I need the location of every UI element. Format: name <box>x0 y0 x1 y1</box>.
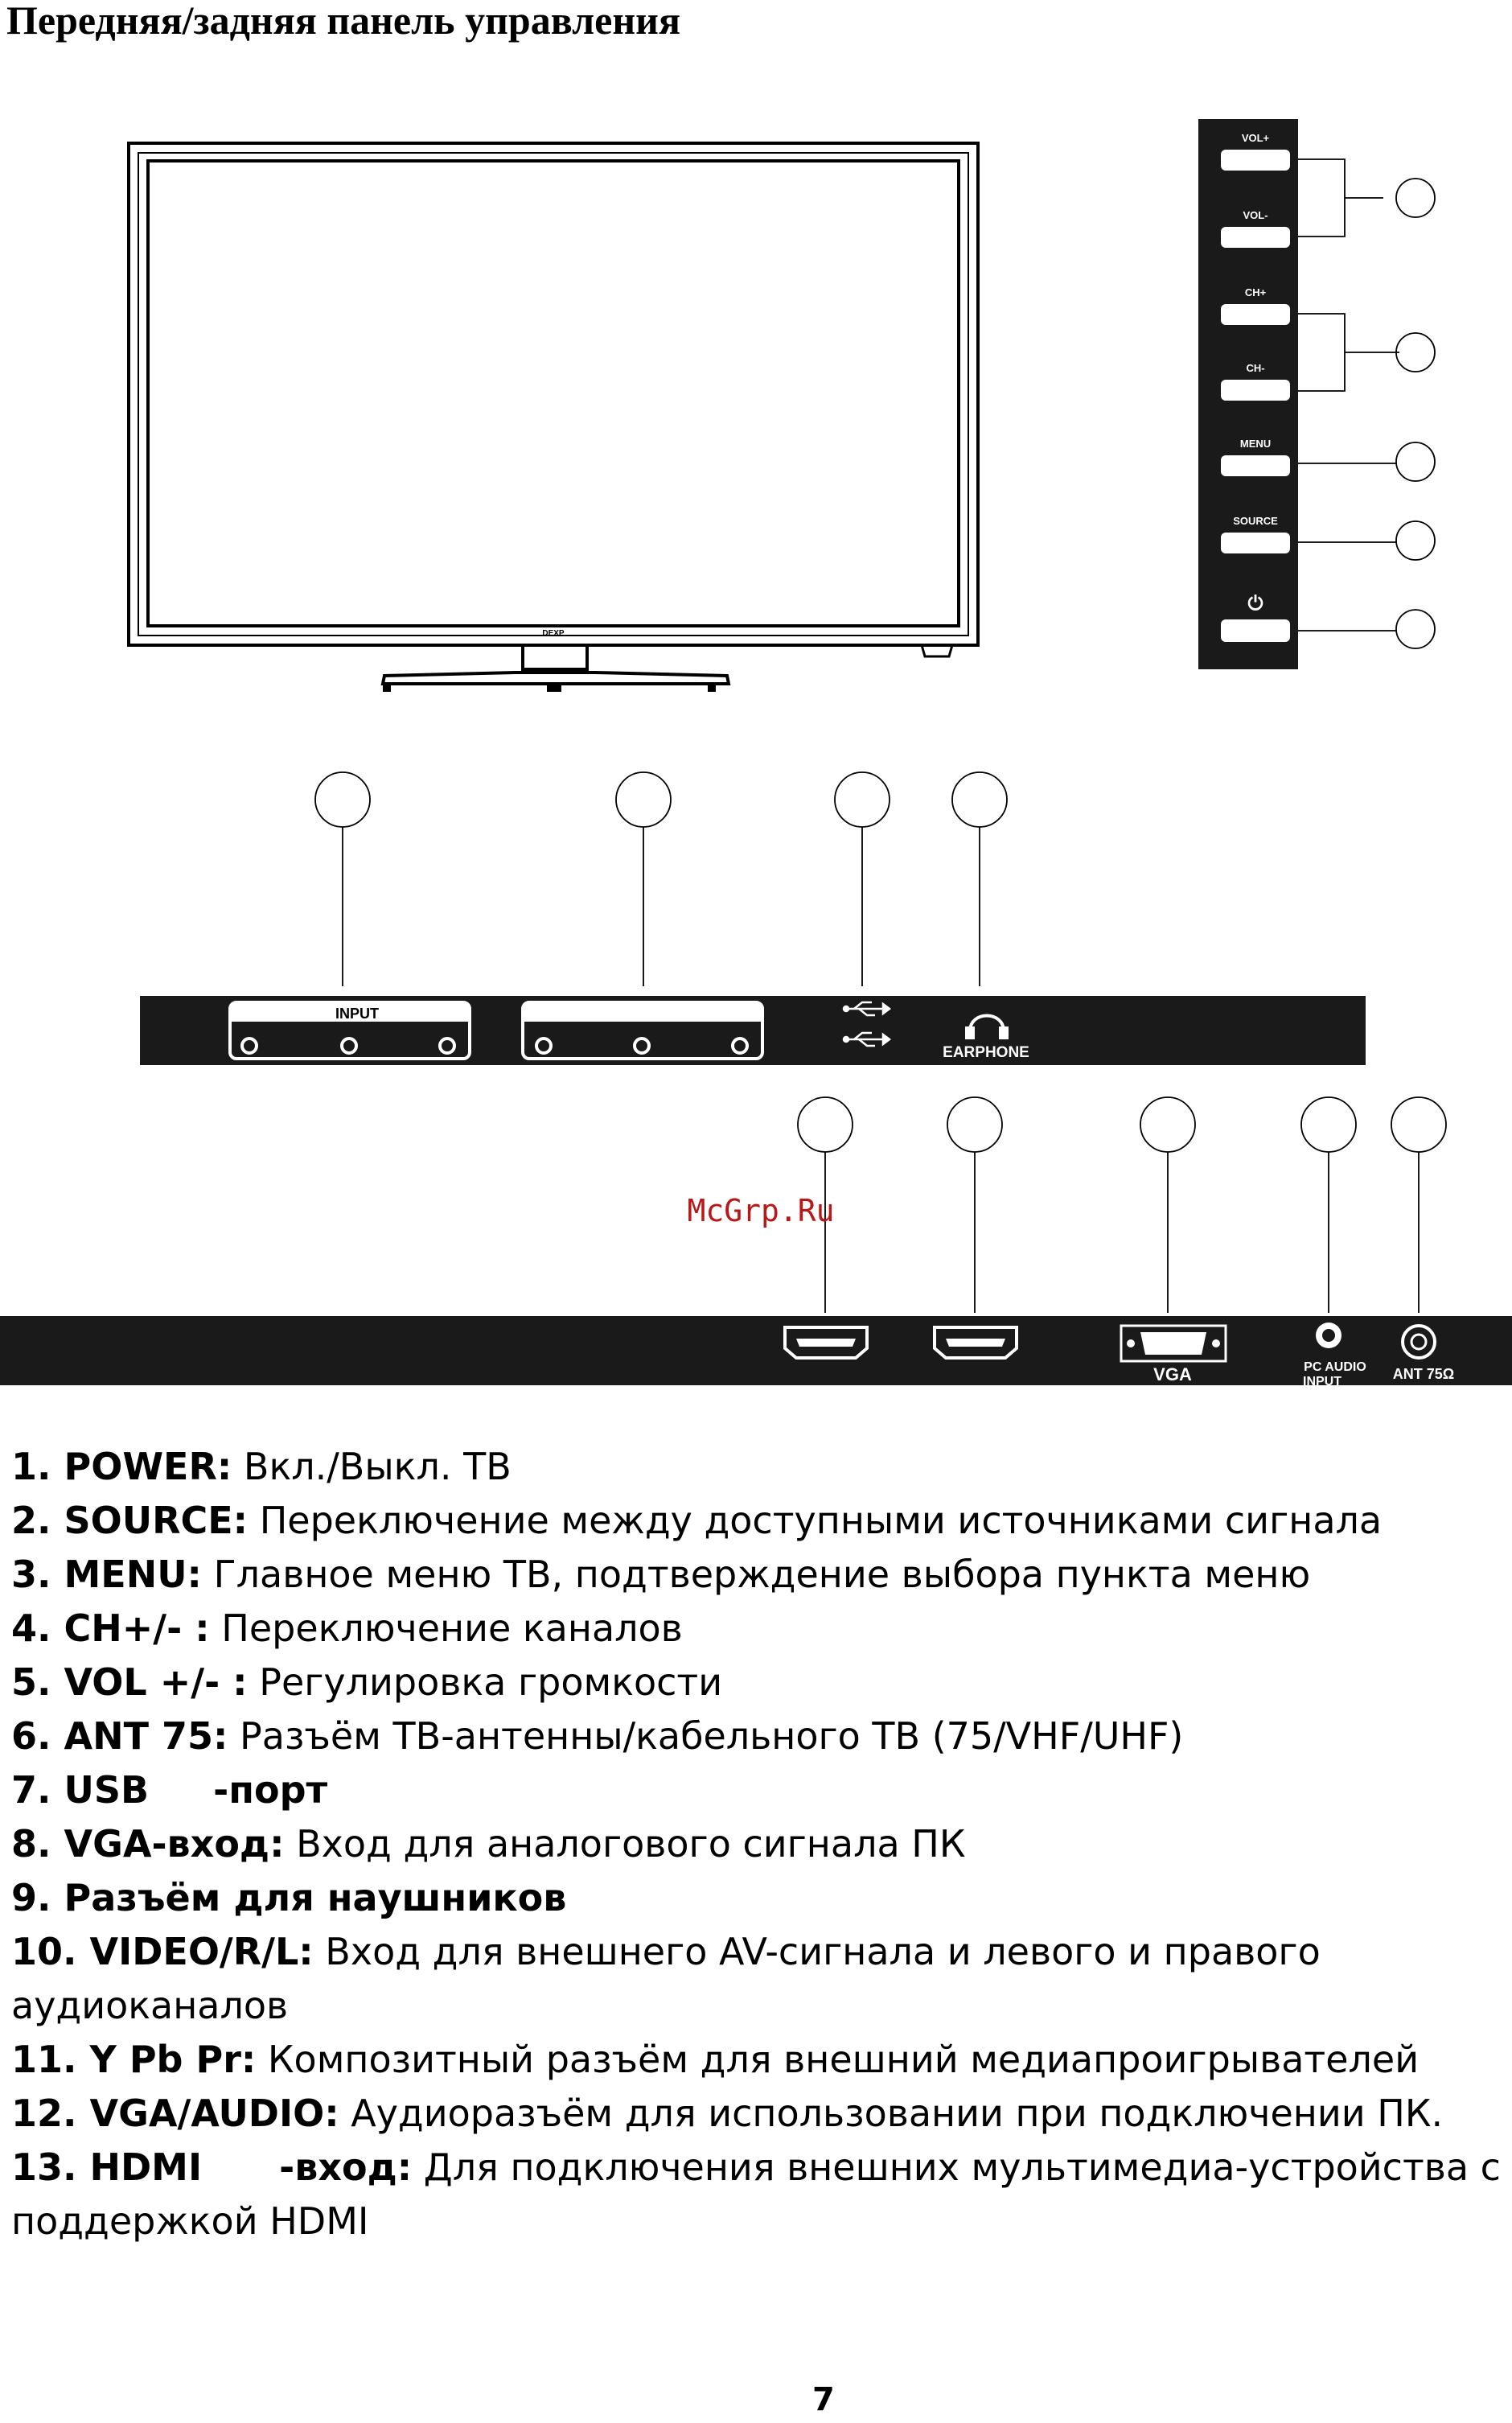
menu-button[interactable] <box>1221 455 1290 476</box>
callout-circle <box>1300 1096 1357 1153</box>
side-button-label: SOURCE <box>1233 515 1278 527</box>
legend-item: аудиоканалов <box>11 1984 289 2027</box>
legend-item: 11. Y Pb Pr: Композитный разъём для внеш… <box>11 2038 1420 2081</box>
callout-circle <box>1395 609 1436 649</box>
legend-item: 6. ANT 75: Разъём ТВ-антенны/кабельного … <box>11 1714 1184 1758</box>
usb-icon <box>842 1001 892 1017</box>
page-number: 7 <box>812 2381 835 2418</box>
ch-minus-button[interactable] <box>1221 380 1290 401</box>
callout-circle <box>1395 442 1436 482</box>
page-title: Передняя/задняя панель управления <box>6 0 680 43</box>
rear-top-panel: INPUT <box>140 771 1366 1065</box>
callout-circle <box>615 771 672 828</box>
earphone-label: EARPHONE <box>943 1044 1029 1061</box>
tv-screen <box>146 159 960 627</box>
vol-minus-button[interactable] <box>1221 227 1290 248</box>
callout-circle <box>1395 332 1436 372</box>
antenna-port[interactable] <box>1401 1324 1436 1360</box>
side-button-label: CH+ <box>1245 286 1267 298</box>
callout-circle <box>947 1096 1003 1153</box>
tv-stand-foot <box>383 685 391 692</box>
av-input-group <box>228 1001 471 1060</box>
usb-icon <box>842 1031 892 1047</box>
callout-circle <box>951 771 1008 828</box>
tv-brand-logo: DEXP <box>542 629 565 638</box>
legend-item: 5. VOL +/- : Регулировка громкости <box>11 1660 723 1704</box>
hdmi-port-inner <box>946 1339 1005 1347</box>
tv-stand-neck <box>521 645 589 671</box>
side-callouts <box>1298 158 1436 649</box>
y-jack[interactable] <box>535 1037 553 1055</box>
legend-item: 7. USB -порт <box>11 1768 328 1812</box>
tv-stand-foot <box>708 685 716 692</box>
callout-circle <box>314 771 371 828</box>
vga-port-inner <box>1140 1332 1206 1355</box>
legend-item: 9. Разъём для наушников <box>11 1876 567 1919</box>
legend-item: 1. POWER: Вкл./Выкл. ТВ <box>11 1445 512 1488</box>
side-control-panel: VOL+ VOL- CH+ CH- MENU SOURCE ⏻ <box>1198 119 1298 669</box>
watermark: McGrp.Ru <box>687 1193 834 1228</box>
legend-item: поддержкой HDMI <box>11 2199 369 2243</box>
audio-r-jack[interactable] <box>340 1037 358 1055</box>
power-icon: ⏻ <box>1248 593 1263 615</box>
rear-bottom-panel-body <box>0 1316 1512 1385</box>
legend-list: 1. POWER: Вкл./Выкл. ТВ 2. SOURCE: Перек… <box>11 1440 1507 2248</box>
component-input-group <box>521 1001 764 1060</box>
callout-circle <box>1395 520 1436 561</box>
legend-item: 13. HDMI -вход: Для подключения внешних … <box>11 2145 1501 2189</box>
antenna-port-ring <box>1410 1333 1428 1351</box>
component-input-header <box>524 1004 761 1022</box>
vga-label: VGA <box>1153 1364 1192 1384</box>
callout-circle <box>1395 178 1436 218</box>
vga-screw <box>1212 1339 1220 1347</box>
pb-jack[interactable] <box>633 1037 651 1055</box>
tv-stand-foot <box>547 685 561 692</box>
legend-item: 4. CH+/- : Переключение каналов <box>11 1606 683 1650</box>
side-button-label: CH- <box>1246 362 1264 374</box>
callout-circle <box>1391 1096 1447 1153</box>
vga-screw <box>1127 1339 1135 1347</box>
earphone-icon <box>965 1014 1009 1039</box>
side-button-label: VOL+ <box>1242 132 1270 144</box>
antenna-label: ANT 75Ω <box>1393 1366 1454 1382</box>
tv-ir-bump <box>920 644 954 658</box>
callout-circle <box>834 771 890 828</box>
legend-item: 12. VGA/AUDIO: Аудиоразъём для использов… <box>11 2092 1444 2135</box>
tv-front-view: DEXP <box>127 142 980 692</box>
legend-item: 3. MENU: Главное меню ТВ, подтверждение … <box>11 1553 1311 1596</box>
pc-audio-label: INPUT <box>1303 1375 1341 1388</box>
legend-item: 2. SOURCE: Переключение между доступными… <box>11 1499 1383 1542</box>
pr-jack[interactable] <box>731 1037 749 1055</box>
pc-audio-label: PC AUDIO <box>1304 1360 1366 1374</box>
legend-item: 10. VIDEO/R/L: Вход для внешнего AV-сигн… <box>11 1930 1321 1973</box>
rear-bottom-panel: VGA PC AUDIO INPUT ANT 75Ω <box>0 1096 1512 1388</box>
av-input-header <box>232 1004 468 1022</box>
side-button-label: VOL- <box>1243 209 1268 221</box>
side-button-label: MENU <box>1240 438 1271 450</box>
audio-l-jack[interactable] <box>438 1037 456 1055</box>
video-jack[interactable] <box>240 1037 258 1055</box>
source-button[interactable] <box>1221 533 1290 553</box>
power-button[interactable] <box>1221 619 1290 642</box>
tv-diagram: DEXP VOL+ VOL- CH+ CH- MENU SOURCE ⏻ <box>0 119 1512 1388</box>
callout-circle <box>797 1096 853 1153</box>
vol-plus-button[interactable] <box>1221 150 1290 171</box>
legend-item: 8. VGA-вход: Вход для аналогового сигнал… <box>11 1822 966 1866</box>
callout-circle <box>1140 1096 1196 1153</box>
input-label: INPUT <box>335 1006 379 1022</box>
ch-plus-button[interactable] <box>1221 304 1290 325</box>
pc-audio-jack-hole <box>1322 1329 1335 1342</box>
hdmi-port-inner <box>796 1339 856 1347</box>
tv-stand-base <box>380 671 731 685</box>
